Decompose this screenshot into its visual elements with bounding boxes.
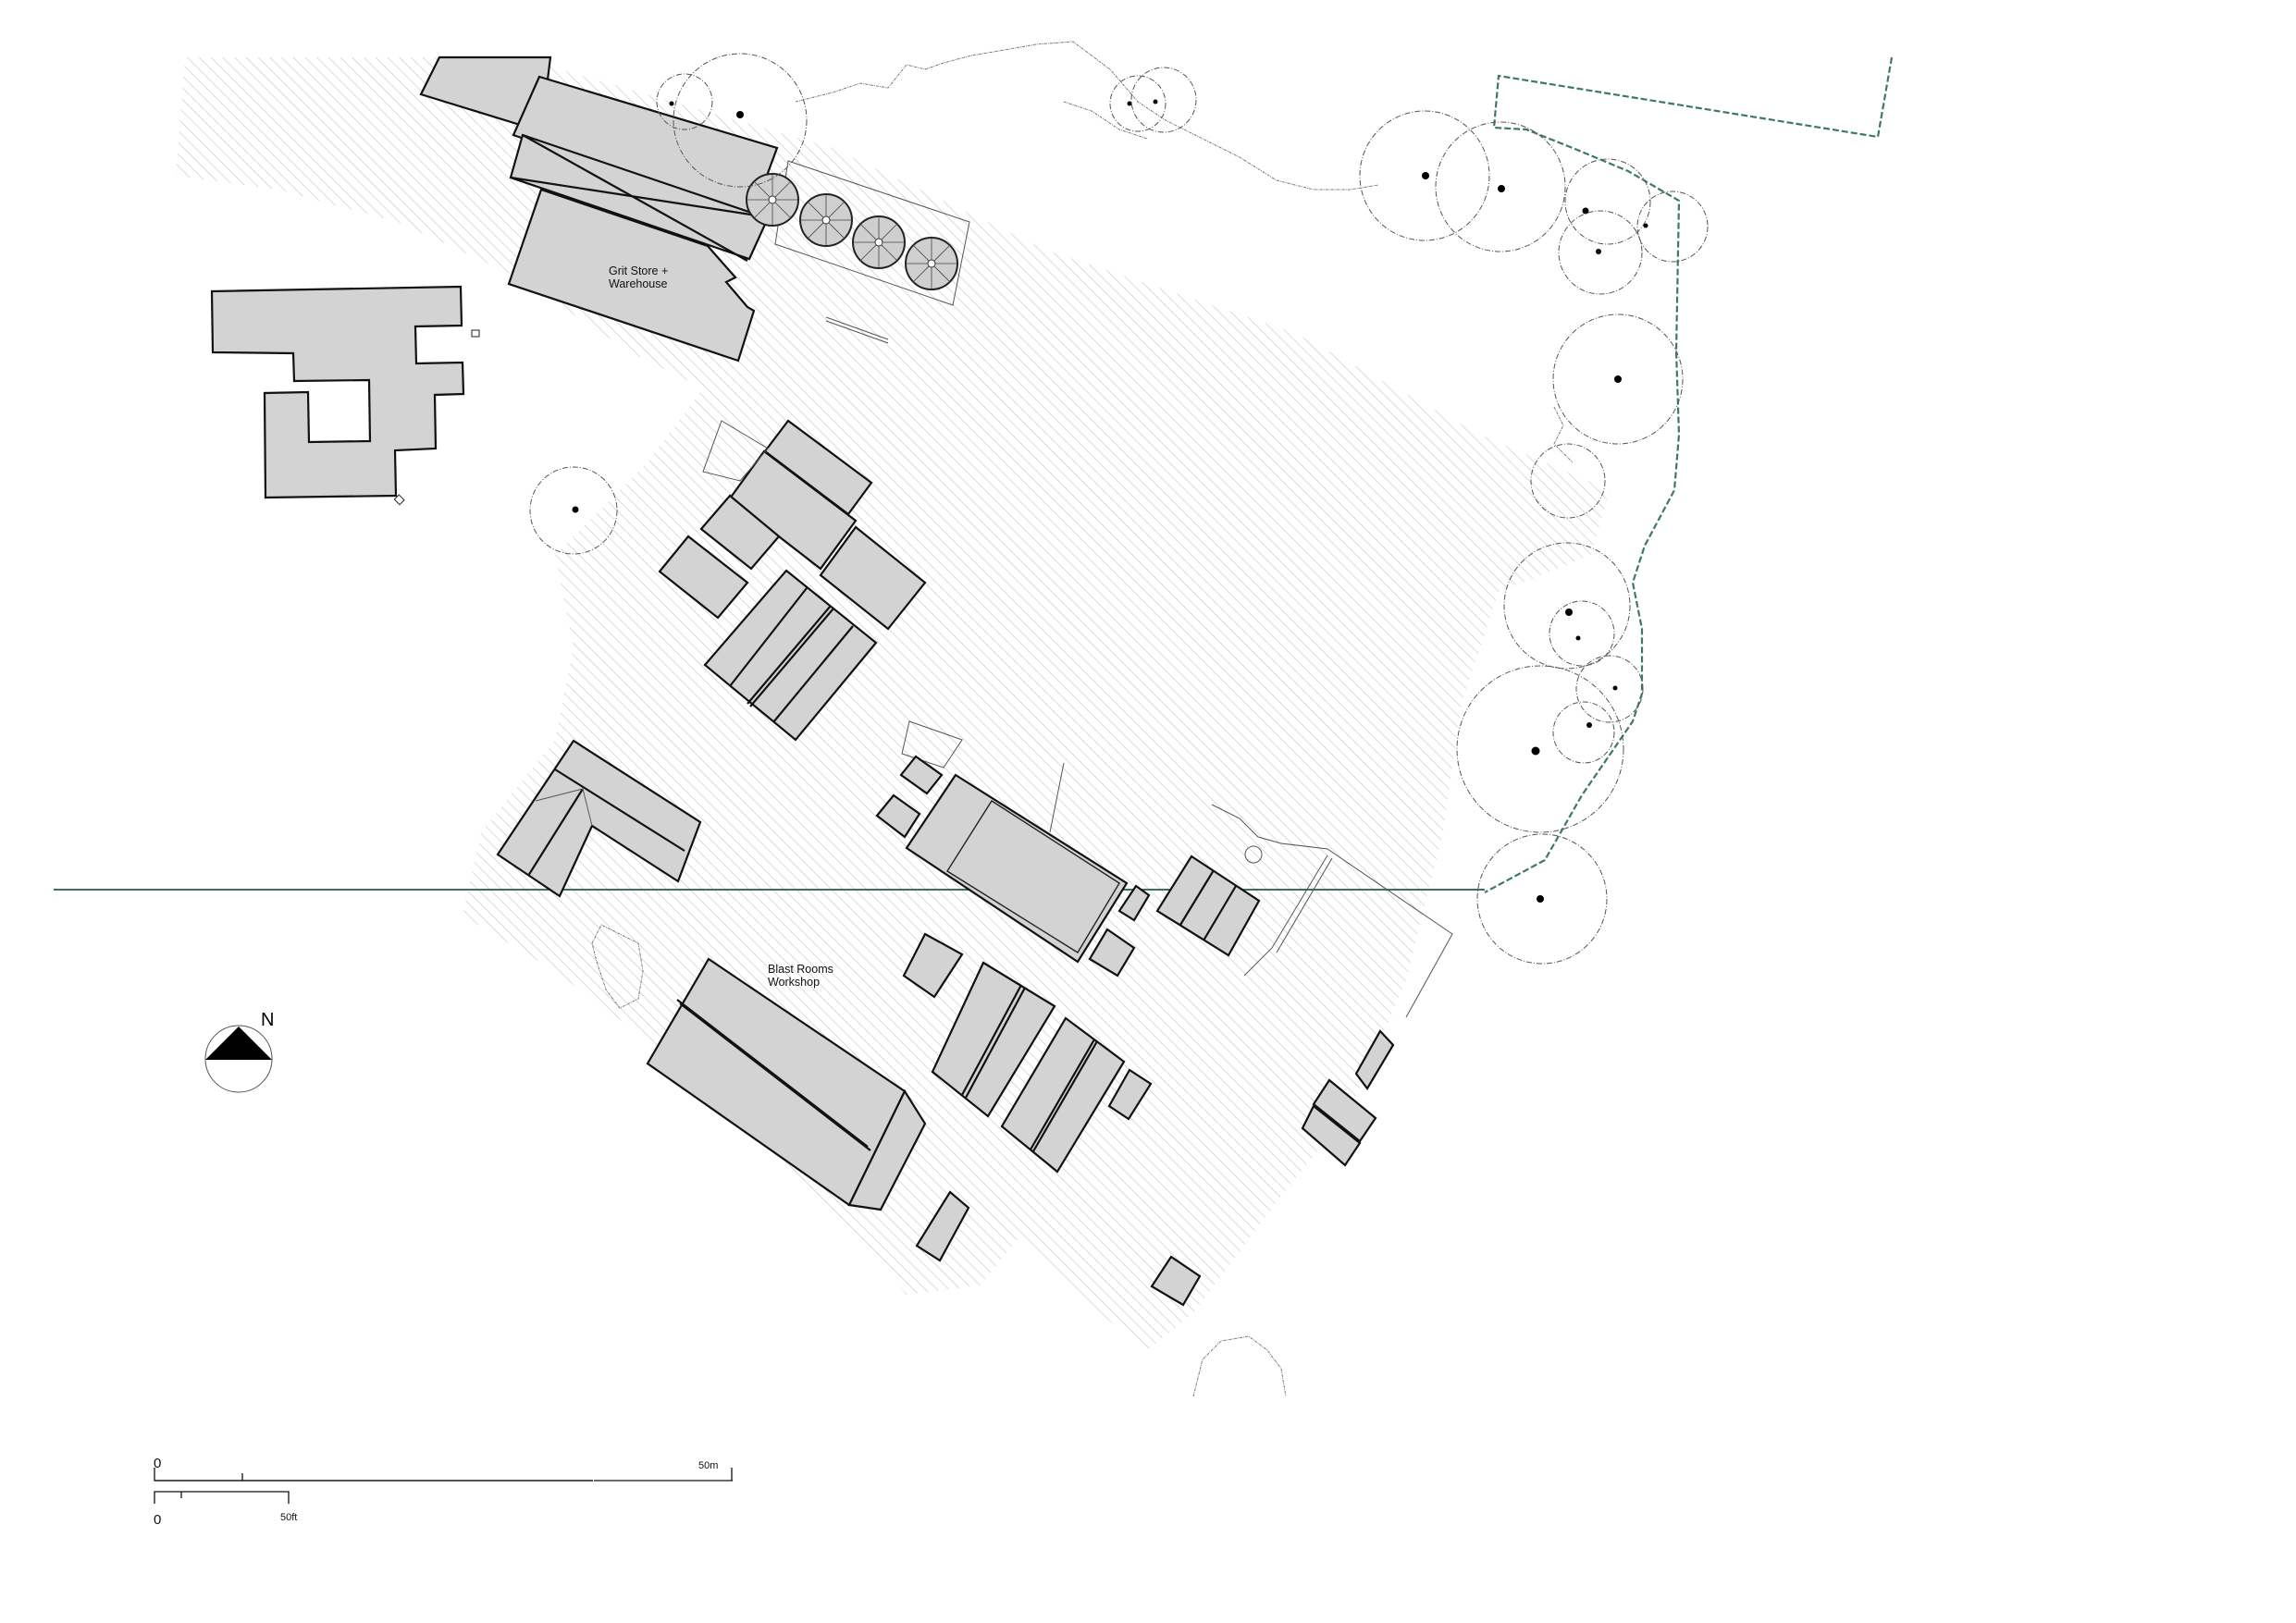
building-l-shape — [496, 739, 702, 898]
building-small-bottom — [1150, 1255, 1202, 1307]
site-yard-hatched-area — [176, 57, 1610, 1350]
blast-rooms-label-line2: Workshop — [768, 976, 820, 989]
tree — [1558, 210, 1643, 295]
tree — [529, 466, 618, 555]
tree — [1564, 158, 1651, 245]
building-central-large — [875, 720, 1151, 977]
silo-tank — [746, 173, 799, 227]
building-grit-store-warehouse: Grit Store + Warehouse — [507, 75, 779, 363]
grit-store-label-line1: Grit Store + — [609, 264, 668, 277]
tree — [1435, 121, 1566, 252]
scale-metric-zero: 0 — [154, 1456, 161, 1471]
building-left-house — [210, 285, 480, 506]
building-twin-bay-a — [931, 961, 1056, 1118]
silo-tanks-row — [746, 160, 970, 344]
scale-imperial-zero: 0 — [154, 1512, 161, 1528]
building-blast-rooms-workshop: Blast Rooms Workshop — [646, 957, 927, 1211]
tree — [1503, 542, 1631, 670]
tree — [1575, 655, 1644, 723]
building-three-bay — [1155, 845, 1263, 957]
building-small-far-right-1 — [1354, 1029, 1395, 1090]
north-arrow: N — [204, 1010, 274, 1093]
north-label: N — [261, 1010, 274, 1030]
tree — [1549, 600, 1615, 667]
building-small-far-right-2 — [1301, 1078, 1377, 1167]
scale-bar: 0 50m 0 50ft — [154, 1456, 733, 1528]
building-twin-bay-b — [1000, 1016, 1126, 1174]
scale-metric-end: 50m — [698, 1460, 718, 1471]
tree — [1476, 833, 1608, 965]
north-arrow-icon — [205, 1027, 272, 1060]
tree — [1530, 443, 1606, 519]
trees — [529, 53, 1709, 965]
tree — [1456, 665, 1624, 833]
contour-lines — [591, 41, 1574, 1397]
tree — [1109, 75, 1167, 132]
silo-tank — [905, 237, 958, 290]
building-small-right-1 — [1107, 1068, 1153, 1121]
tree — [656, 73, 713, 130]
silo-tank — [799, 193, 853, 247]
scale-imperial-end: 50ft — [280, 1512, 297, 1523]
blast-rooms-label-line1: Blast Rooms — [768, 963, 833, 976]
grit-store-label-line2: Warehouse — [609, 277, 668, 290]
building-cluster-middle — [658, 419, 927, 742]
tree — [1552, 701, 1615, 764]
tree — [1636, 191, 1709, 263]
building-small-bottom-left — [915, 1190, 970, 1262]
tree — [1130, 67, 1197, 133]
site-boundary-line — [1484, 56, 1894, 893]
building-small-workshop-annex — [902, 932, 964, 999]
tree — [673, 53, 808, 188]
tree — [1552, 314, 1684, 445]
yard-fence-outline — [1211, 804, 1453, 1018]
silo-tank — [852, 215, 906, 269]
tree — [1359, 110, 1490, 241]
